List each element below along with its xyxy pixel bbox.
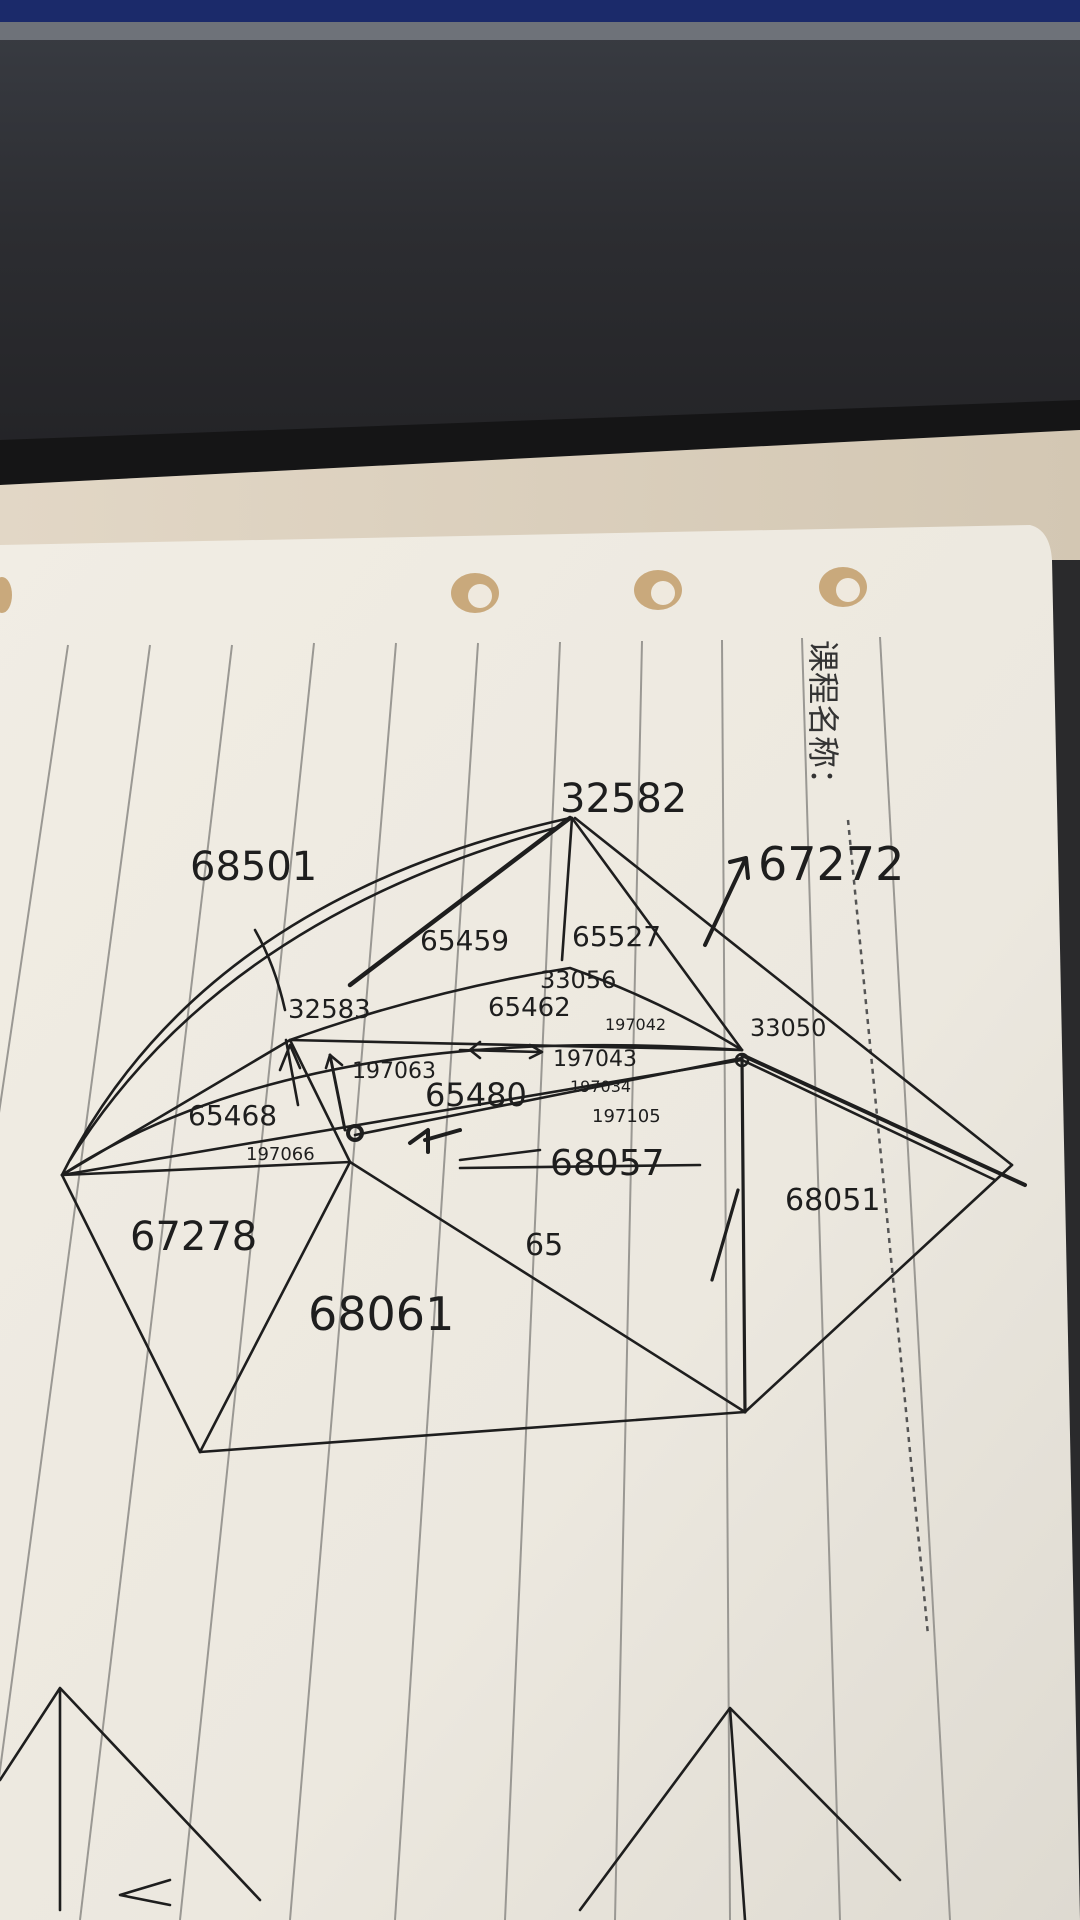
edge	[570, 816, 744, 1052]
node-marker	[346, 1124, 364, 1142]
label-left-node: 32583	[288, 995, 371, 1025]
binder-hole	[0, 577, 12, 613]
label-lower-center: 68057	[550, 1143, 665, 1184]
edge	[60, 1043, 744, 1177]
arrow	[324, 1053, 344, 1070]
edge	[288, 1038, 744, 1052]
label-small-3: 197063	[352, 1059, 436, 1084]
label-small-1: 197042	[605, 1015, 666, 1034]
desk-wood	[0, 430, 1080, 560]
label-small-5: 197105	[592, 1106, 661, 1127]
arrow	[408, 1128, 430, 1154]
laptop-screen-edge	[0, 0, 1080, 22]
label-center-top-node: 33056	[540, 966, 616, 994]
edge	[60, 1058, 744, 1177]
laptop-surface	[0, 0, 1080, 470]
arrow	[703, 858, 747, 947]
sketch-diagram	[0, 815, 1027, 1920]
edge	[288, 966, 744, 1052]
arrow	[458, 1043, 544, 1060]
label-small-2: 197043	[553, 1047, 637, 1072]
arrow	[728, 856, 750, 880]
label-left-face: 65468	[188, 1099, 277, 1132]
edge	[743, 1163, 1014, 1414]
lower-sketch-left	[0, 1686, 262, 1912]
label-small-4: 197034	[570, 1077, 631, 1096]
label-mid-face: 65462	[488, 993, 571, 1023]
diagram-labels: 32582 68501 67272 32583 33056 33050 6545…	[130, 776, 904, 1341]
node-marker	[734, 1052, 750, 1068]
label-top-right-arrow: 67272	[758, 837, 904, 891]
label-top-left-face: 65459	[420, 924, 509, 957]
label-right-face: 68051	[785, 1183, 880, 1218]
label-right-node: 33050	[750, 1014, 826, 1042]
arrow	[278, 1043, 302, 1072]
paper-sheet	[0, 525, 1080, 1920]
laptop-base-edge	[0, 400, 1080, 485]
edge	[740, 1058, 997, 1182]
binder-holes	[0, 567, 867, 613]
margin-dotted-line	[846, 819, 930, 1636]
label-bottom-mid-face: 68061	[308, 1287, 454, 1341]
label-center-face: 65480	[425, 1076, 527, 1114]
edge	[198, 1410, 747, 1454]
edge	[198, 1160, 352, 1454]
arrow	[253, 928, 287, 1012]
label-bottom-left-face: 67278	[130, 1214, 257, 1260]
laptop-bezel-highlight	[0, 22, 1080, 40]
label-top-right-face: 65527	[572, 920, 661, 953]
course-name-label: 课程名称：	[804, 640, 842, 800]
edge	[348, 1160, 747, 1414]
arrow	[328, 1053, 347, 1132]
label-top-node: 32582	[560, 776, 687, 822]
arrow	[710, 1188, 740, 1282]
arrow	[458, 1148, 702, 1170]
edge	[60, 1173, 202, 1454]
edge	[60, 816, 572, 1177]
edge	[347, 815, 573, 988]
lower-sketch-right	[578, 1706, 902, 1920]
edge	[288, 1038, 352, 1164]
edge	[560, 816, 574, 962]
edge	[68, 826, 557, 1162]
edge	[60, 1038, 292, 1177]
edge	[573, 816, 1014, 1167]
edge	[740, 1053, 1027, 1187]
edge	[60, 1160, 352, 1177]
label-lone-mark: 65	[525, 1228, 563, 1263]
edge	[740, 1056, 747, 1414]
label-top-left: 68501	[190, 844, 317, 890]
label-small-left: 197066	[246, 1144, 315, 1165]
arrow	[423, 1128, 462, 1142]
